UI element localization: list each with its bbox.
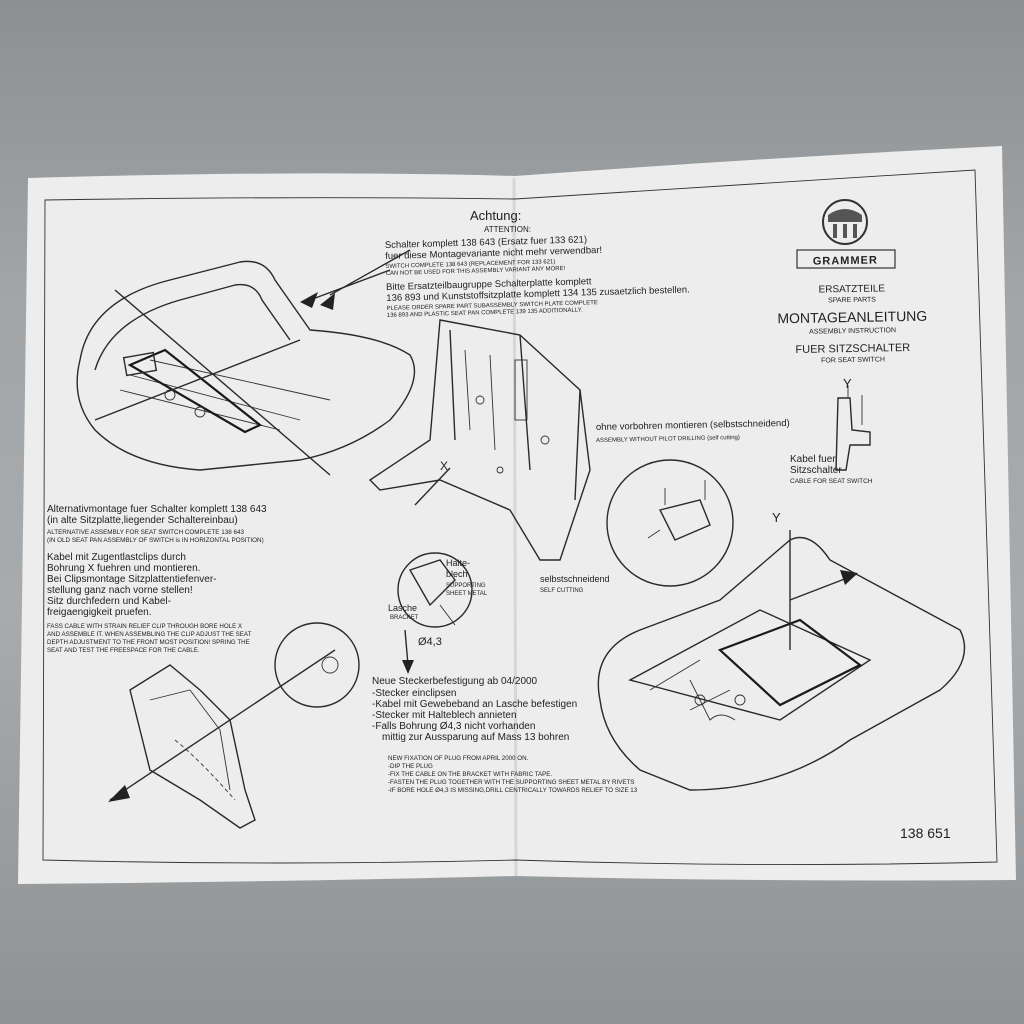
- note-line-8: 136 893 AND PLASTIC SEAT PAN COMPLETE 13…: [387, 307, 583, 318]
- cable-label-en: CABLE FOR SEAT SWITCH: [790, 478, 873, 485]
- plug-en-4: -IF BORE HOLE Ø4,3 IS MISSING,DRILL CENT…: [388, 787, 638, 794]
- plug-en-1: -DIP THE PLUG: [388, 763, 433, 770]
- for-seat-switch-de: FUER SITZSCHALTER: [795, 342, 910, 356]
- cable-label-de-1: Kabel fuer: [790, 454, 836, 465]
- seat-bracket-drawing-center: [368, 319, 591, 674]
- note-line-3: SWITCH COMPLETE 138 643 (REPLACEMENT FOR…: [385, 259, 555, 270]
- no-pilot-en: ASSEMBLY WITHOUT PILOT DRILLING (self cu…: [596, 435, 740, 444]
- plug-line-2: -Kabel mit Gewebeband an Lasche befestig…: [372, 699, 577, 710]
- self-cutting-de: selbstschneidend: [540, 574, 610, 584]
- header-block: GRAMMER ERSATZTEILE SPARE PARTS MONTAGEA…: [777, 255, 927, 365]
- cable-instructions-block: Kabel mit Zugentlastclips durch Bohrung …: [47, 552, 252, 654]
- grammer-logo: [796, 199, 896, 269]
- cable-line-3: Bei Clipsmontage Sitzplattentiefenver-: [47, 574, 217, 585]
- halte-2: blech: [446, 569, 468, 579]
- cable-en-3: DEPTH ADJUSTMENT TO THE FRONT MOST POSIT…: [47, 639, 250, 646]
- lasche: Lasche: [388, 603, 417, 613]
- cable-line-5: Sitz durchfedern und Kabel-: [47, 596, 171, 607]
- assembly-title-en: ASSEMBLY INSTRUCTION: [809, 327, 896, 336]
- plug-en-0: NEW FIXATION OF PLUG FROM APRIL 2000 ON.: [388, 755, 529, 762]
- cable-en-4: SEAT AND TEST THE FREESPACE FOR THE CABL…: [47, 647, 200, 654]
- cable-clip-drawing-bottom-left: [108, 622, 360, 829]
- plug-en-3: -FASTEN THE PLUG TOGETHER WITH THE SUPPO…: [388, 779, 634, 786]
- note-line-4: CAN NOT BE USED FOR THIS ASSEMBLY VARIAN…: [386, 266, 566, 277]
- supporting-1: SUPPORTING: [446, 583, 486, 589]
- alt-line-1: Alternativmontage fuer Schalter komplett…: [47, 504, 267, 515]
- alternative-assembly-block: Alternativmontage fuer Schalter komplett…: [47, 504, 267, 544]
- cable-line-4: stellung ganz nach vorne stellen!: [47, 585, 193, 596]
- for-seat-switch-en: FOR SEAT SWITCH: [821, 356, 885, 364]
- paper-fold: [512, 177, 518, 877]
- assembly-title-de: MONTAGEANLEITUNG: [777, 308, 927, 327]
- seat-pan-drawing-top-left: [76, 249, 416, 476]
- plug-line-5: mittig zur Aussparung auf Mass 13 bohren: [382, 732, 569, 743]
- drawing-frame: [42, 169, 998, 866]
- spare-parts-de: ERSATZTEILE: [818, 283, 885, 295]
- part-number: 138 651: [900, 825, 951, 841]
- cable-en-1: FASS CABLE WITH STRAIN RELIEF CLIP THROU…: [47, 623, 242, 630]
- label-y-top: Y: [843, 376, 852, 391]
- self-cutting-en: SELF CUTTING: [540, 588, 584, 594]
- diagram-labels: Y Y X Kabel fuer Sitzschalter CABLE FOR …: [388, 376, 873, 648]
- diameter-label: Ø4,3: [418, 636, 442, 648]
- plug-en-2: -FIX THE CABLE ON THE BRACKET WITH FABRI…: [388, 771, 552, 778]
- alt-line-3: ALTERNATIVE ASSEMBLY FOR SEAT SWITCH COM…: [47, 529, 245, 536]
- cable-line-6: freigaengigkeit pruefen.: [47, 607, 152, 618]
- halte-1: Halte-: [446, 558, 470, 568]
- plug-fixation-block: Neue Steckerbefestigung ab 04/2000 -Stec…: [372, 676, 638, 794]
- label-y-lower: Y: [772, 510, 781, 525]
- plug-heading: Neue Steckerbefestigung ab 04/2000: [372, 676, 538, 687]
- cable-line-2: Bohrung X fuehren und montieren.: [47, 563, 200, 574]
- cable-en-2: AND ASSEMBLE IT. WHEN ASSEMBLING THE CLI…: [47, 631, 252, 638]
- bracket: BRACKET: [390, 615, 419, 621]
- spare-parts-en: SPARE PARTS: [828, 297, 876, 305]
- cable-line-1: Kabel mit Zugentlastclips durch: [47, 552, 186, 563]
- attention-title: Achtung:: [470, 208, 521, 223]
- alt-line-4: (IN OLD SEAT PAN ASSEMBLY OF SWITCH is I…: [47, 537, 264, 544]
- seat-pan-drawing-right: [597, 459, 966, 791]
- attention-title-en: ATTENTION:: [484, 225, 531, 234]
- plug-line-4: -Falls Bohrung Ø4,3 nicht vorhanden: [372, 721, 535, 732]
- attention-block: Achtung: ATTENTION:: [470, 208, 531, 234]
- label-x: X: [440, 459, 448, 473]
- supporting-2: SHEET METAL: [446, 591, 488, 597]
- plug-line-1: -Stecker einclipsen: [372, 688, 456, 699]
- top-notes: Schalter komplett 138 643 (Ersatz fuer 1…: [385, 234, 690, 319]
- alt-line-2: (in alte Sitzplatte,liegender Schalterei…: [47, 515, 238, 526]
- brand-name: GRAMMER: [813, 255, 878, 268]
- switch-detail-drawing-y: [835, 385, 871, 471]
- plug-line-3: -Stecker mit Halteblech annieten: [372, 710, 517, 721]
- paper-sheet: [18, 146, 1016, 884]
- note-line-7: PLEASE ORDER SPARE PART SUBASSEMBLY SWIT…: [387, 300, 598, 312]
- no-pilot-de: ohne vorbohren montieren (selbstschneide…: [596, 418, 790, 433]
- cable-label-de-2: Sitzschalter: [790, 465, 842, 476]
